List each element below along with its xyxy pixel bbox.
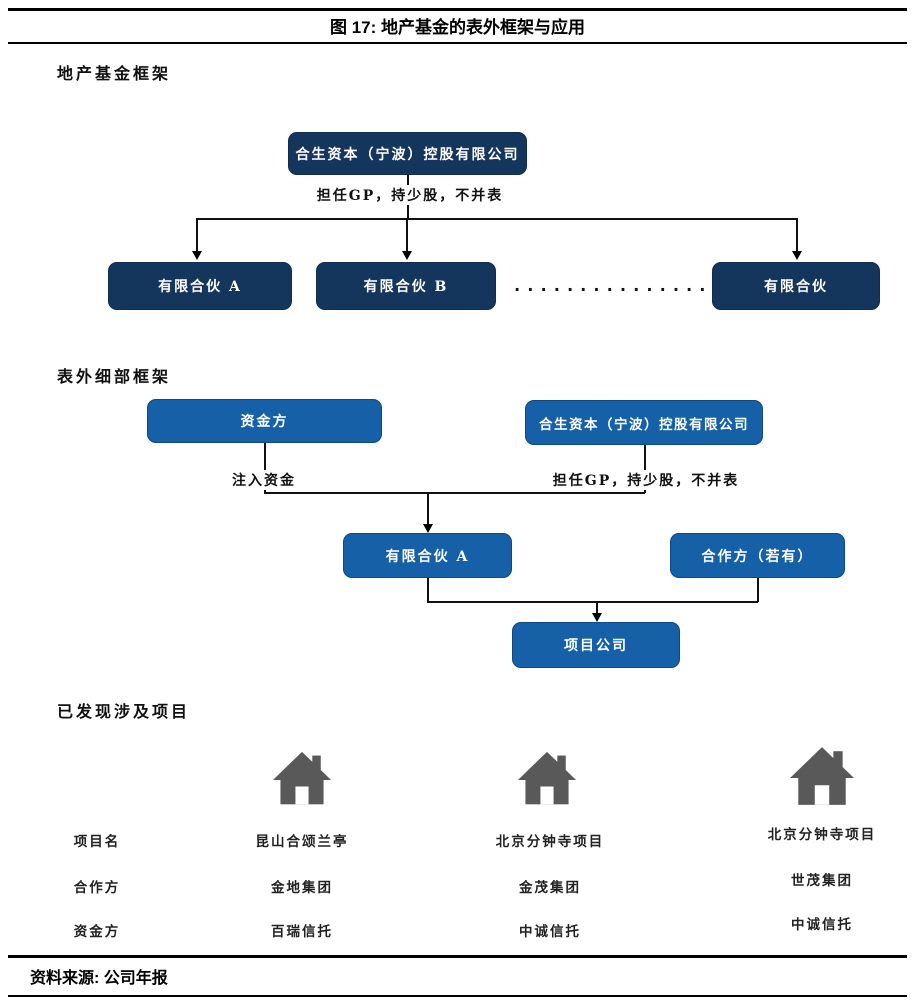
project1-partner: 金地集团 bbox=[271, 880, 333, 896]
arrow-down-icon bbox=[192, 251, 202, 260]
section1-heading: 地产基金框架 bbox=[57, 64, 172, 83]
row-label-project-name: 项目名 bbox=[73, 834, 121, 850]
row-label-capital: 资金方 bbox=[73, 924, 121, 940]
house-icon bbox=[272, 748, 332, 814]
ellipsis-dots: .................... bbox=[512, 276, 777, 296]
header-top-rule bbox=[8, 8, 907, 11]
connector-line bbox=[796, 218, 798, 252]
arrow-down-icon bbox=[592, 613, 602, 622]
footer-bottom-rule bbox=[8, 995, 907, 997]
limited-partnership-a-box: 有限合伙 A bbox=[108, 262, 292, 310]
connector-line bbox=[596, 601, 598, 615]
connector-line bbox=[427, 492, 429, 525]
connector-line bbox=[406, 218, 408, 252]
limited-partnership-n-box: 有限合伙 bbox=[712, 262, 880, 310]
gp-role-label: 担任GP，持少股，不并表 bbox=[310, 185, 510, 205]
limited-partnership-b-box: 有限合伙 B bbox=[316, 262, 496, 310]
gp-role-label-2: 担任GP，持少股，不并表 bbox=[546, 470, 746, 490]
house-icon bbox=[789, 743, 855, 815]
project2-partner: 金茂集团 bbox=[519, 880, 581, 896]
connector-line bbox=[264, 492, 645, 494]
footer-top-rule bbox=[8, 955, 907, 958]
connector-line bbox=[264, 443, 266, 493]
limited-partnership-a-box-2: 有限合伙 A bbox=[343, 533, 512, 578]
section2-heading: 表外细部框架 bbox=[57, 367, 172, 386]
arrow-down-icon bbox=[792, 251, 802, 260]
arrow-down-icon bbox=[423, 524, 433, 533]
source-note: 资料来源: 公司年报 bbox=[30, 970, 168, 987]
project1-capital: 百瑞信托 bbox=[271, 924, 333, 940]
connector-line bbox=[427, 578, 429, 602]
project1-name: 昆山合颂兰亭 bbox=[255, 834, 349, 850]
house-icon bbox=[517, 748, 577, 814]
row-label-partner: 合作方 bbox=[73, 880, 121, 896]
connector-line bbox=[644, 445, 646, 493]
project3-capital: 中诚信托 bbox=[791, 917, 853, 933]
project2-capital: 中诚信托 bbox=[519, 924, 581, 940]
parent-company-box: 合生资本（宁波）控股有限公司 bbox=[288, 132, 527, 175]
project2-name: 北京分钟寺项目 bbox=[495, 834, 605, 850]
capital-provider-box: 资金方 bbox=[147, 399, 382, 443]
section3-heading: 已发现涉及项目 bbox=[57, 702, 191, 721]
arrow-down-icon bbox=[402, 251, 412, 260]
partner-box: 合作方（若有） bbox=[670, 533, 845, 578]
connector-line bbox=[427, 601, 758, 603]
connector-line bbox=[196, 218, 797, 220]
project3-name: 北京分钟寺项目 bbox=[767, 827, 877, 843]
inject-capital-label: 注入资金 bbox=[226, 470, 302, 490]
project-company-box: 项目公司 bbox=[512, 622, 680, 668]
project3-partner: 世茂集团 bbox=[791, 873, 853, 889]
connector-line bbox=[196, 218, 198, 252]
parent-company-box-2: 合生资本（宁波）控股有限公司 bbox=[525, 400, 763, 445]
header-bottom-rule bbox=[8, 42, 907, 44]
figure-title: 图 17: 地产基金的表外框架与应用 bbox=[329, 18, 586, 37]
connector-line bbox=[757, 578, 759, 602]
